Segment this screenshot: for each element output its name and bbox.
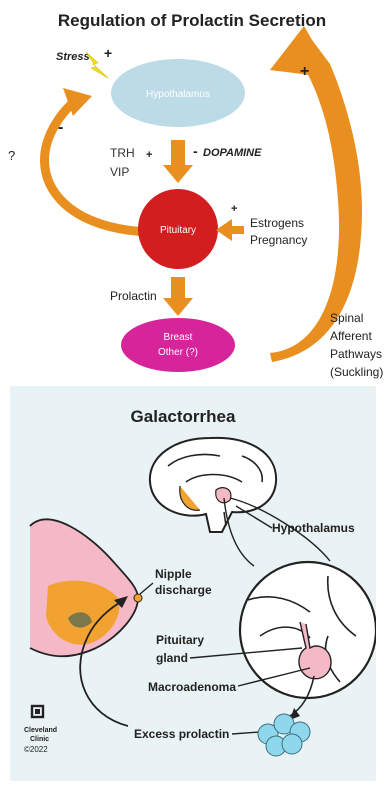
hypothalamus-label: Hypothalamus <box>146 89 210 100</box>
stress-plus: + <box>104 45 112 61</box>
gland-label: gland <box>156 651 188 665</box>
estrogens-arrow-shaft <box>230 226 244 234</box>
dopamine-minus: - <box>193 143 198 159</box>
stress-label: Stress <box>56 51 90 63</box>
magnified-pituitary-view <box>240 562 376 698</box>
discharge-label: discharge <box>155 583 212 597</box>
galactorrhea-title: Galactorrhea <box>131 407 236 426</box>
dopamine-label: DOPAMINE <box>203 147 262 159</box>
trh-plus: + <box>146 149 152 161</box>
estrogens-plus: + <box>231 203 237 215</box>
prolactin-regulation-panel: Regulation of Prolactin Secretion Stress… <box>0 0 384 382</box>
nipple <box>134 594 142 602</box>
vip-label: VIP <box>110 165 129 179</box>
feedback-minus: - <box>58 119 63 136</box>
pituitary-label: Pituitary <box>156 633 204 647</box>
spinal-label: Spinal <box>330 311 363 325</box>
afferent-label: Afferent <box>330 329 372 343</box>
excess-prolactin-label: Excess prolactin <box>134 727 229 741</box>
macroadenoma-label: Macroadenoma <box>148 680 236 694</box>
estrogens-arrowhead <box>216 219 232 241</box>
cleveland-clinic-logo: Cleveland Clinic ©2022 <box>24 706 57 754</box>
breast-illustration <box>30 519 142 656</box>
suckling-label: (Suckling) <box>330 365 383 379</box>
hypothalamus-label: Hypothalamus <box>272 521 355 535</box>
pathways-label: Pathways <box>330 347 382 361</box>
pituitary-breast-arrowhead <box>163 298 193 316</box>
galactorrhea-panel: Galactorrhea Hypothalamus <box>10 386 376 781</box>
nipple-pointer <box>140 583 153 594</box>
trh-label: TRH <box>110 146 135 160</box>
galactorrhea-illustration: Galactorrhea Hypothalamus <box>10 386 376 781</box>
pituitary-breast-arrow-shaft <box>171 277 185 299</box>
logo-text-line1: Cleveland <box>24 727 57 734</box>
prolactin-label: Prolactin <box>110 289 157 303</box>
pregnancy-label: Pregnancy <box>250 233 307 247</box>
estrogens-label: Estrogens <box>250 216 304 230</box>
feedback-question: ? <box>8 148 15 163</box>
brain-illustration <box>150 438 276 532</box>
logo-text-line3: ©2022 <box>24 745 48 754</box>
excess-prolactin-pointer <box>232 732 260 734</box>
breast-other-label: Other (?) <box>158 347 198 358</box>
breast-label: Breast <box>164 332 193 343</box>
pituitary-label: Pituitary <box>160 225 196 236</box>
regulation-title: Regulation of Prolactin Secretion <box>58 11 326 30</box>
breast-node <box>121 318 235 372</box>
regulation-diagram: Regulation of Prolactin Secretion Stress… <box>0 0 384 382</box>
logo-text-line2: Clinic <box>30 736 49 743</box>
hypothalamus-pituitary-arrowhead <box>163 165 193 183</box>
spinal-plus: + <box>300 63 309 80</box>
nipple-label: Nipple <box>155 567 192 581</box>
hypothalamus-pituitary-arrow-shaft <box>171 140 185 166</box>
prolactin-molecules <box>258 714 310 756</box>
